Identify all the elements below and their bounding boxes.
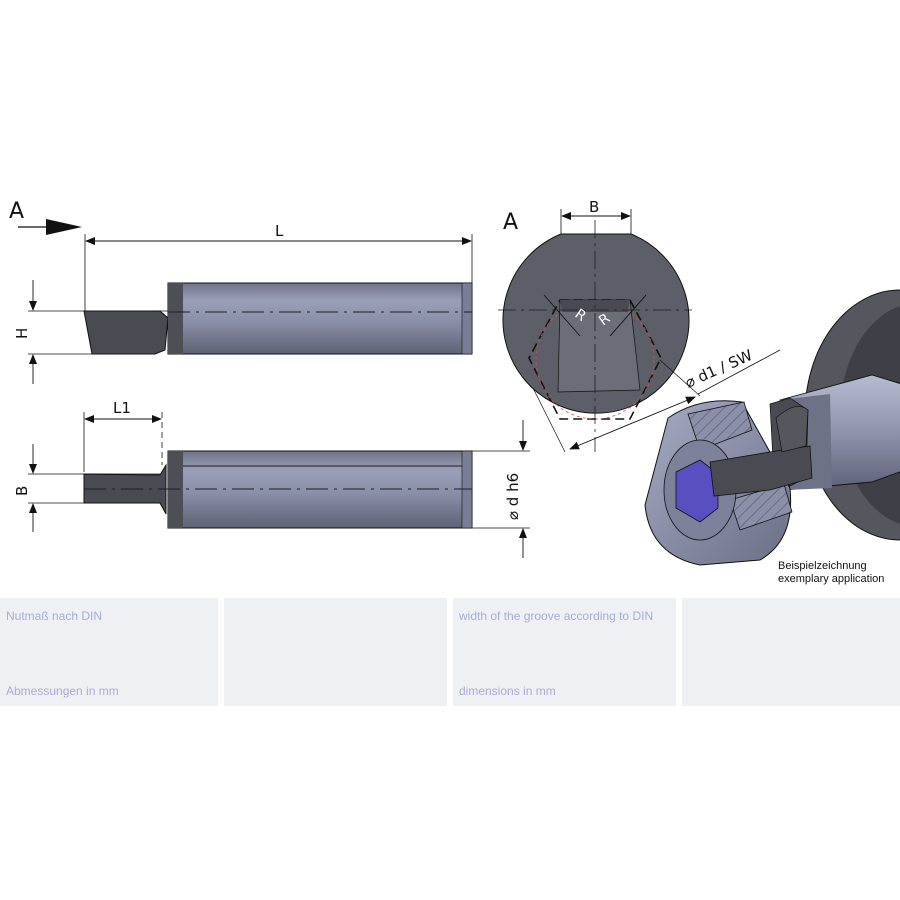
dim-label-b-side: B bbox=[13, 486, 31, 496]
technical-drawing: A L H L1 B bbox=[9, 198, 900, 566]
view-label-a-side: A bbox=[9, 199, 24, 224]
dimensions-label-en: dimensions in mm bbox=[459, 684, 556, 698]
side-view-top: A L H bbox=[9, 199, 473, 384]
tool-shank-side bbox=[167, 282, 473, 355]
boring-bar-3d bbox=[709, 445, 813, 497]
shank-chamfer-right bbox=[461, 282, 473, 355]
info-cell-de: Nutmaß nach DIN Abmessungen in mm bbox=[0, 598, 218, 706]
info-cell-en: width of the groove according to DIN dim… bbox=[453, 598, 676, 706]
side-view-bottom: L1 B ⌀ d h6 bbox=[13, 399, 530, 558]
caption-line-en: exemplary application bbox=[778, 573, 885, 585]
example-application-3d bbox=[644, 289, 900, 566]
dim-label-h: H bbox=[13, 328, 31, 339]
radius-leader-right bbox=[609, 294, 647, 337]
section-hatch-top bbox=[687, 401, 753, 451]
groove-din-label-en: width of the groove according to DIN bbox=[459, 609, 654, 623]
dim-label-l1: L1 bbox=[113, 399, 131, 417]
dim-label-l: L bbox=[275, 222, 284, 240]
groove-din-label-de: Nutmaß nach DIN bbox=[6, 609, 103, 623]
radius-leader-left bbox=[543, 294, 581, 337]
tool-shank-top bbox=[167, 450, 473, 529]
caption-line-de: Beispielzeichnung bbox=[778, 560, 867, 572]
shank-chamfer-left bbox=[168, 283, 183, 354]
dimensions-label-de: Abmessungen in mm bbox=[6, 684, 119, 698]
view-label-a-end: A bbox=[503, 210, 518, 235]
hex-socket-3d bbox=[675, 459, 719, 523]
cutting-tip-side bbox=[83, 310, 169, 355]
figure-caption: Beispielzeichnung exemplary application bbox=[778, 560, 884, 586]
info-cell-value-de bbox=[224, 598, 447, 706]
info-cell-value-en bbox=[682, 598, 900, 706]
view-arrow-head bbox=[46, 219, 82, 235]
dim-label-d-h6: ⌀ d h6 bbox=[504, 473, 522, 520]
dim-line-d1-sw bbox=[569, 396, 696, 450]
dim-label-b-end: B bbox=[589, 198, 599, 216]
cutting-tip-top bbox=[83, 463, 167, 515]
